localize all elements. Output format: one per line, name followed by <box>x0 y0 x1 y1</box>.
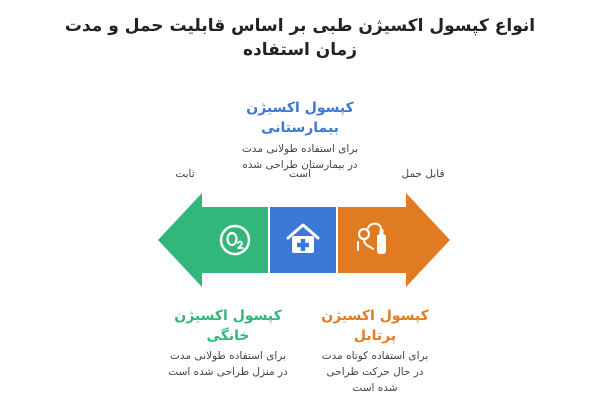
portable-title-line-2: پرتابل <box>353 328 397 344</box>
portable-segment <box>338 207 406 273</box>
title-line-2: زمان استفاده <box>243 40 357 60</box>
home-title-line-1: کپسول اکسیژن <box>174 308 282 324</box>
portable-description: برای استفاده کوتاه مدت در حال حرکت طراحی… <box>295 348 455 396</box>
home-segment <box>202 207 268 273</box>
page-title: انواع کپسول اکسیژن طبی بر اساس قابلیت حم… <box>40 14 560 62</box>
hospital-title-line-2: بیمارستانی <box>261 120 339 136</box>
o2-icon <box>219 224 251 256</box>
axis-label-fixed: ثابت <box>175 168 195 180</box>
portable-arrowhead <box>406 193 450 287</box>
portable-title-line-1: کپسول اکسیژن <box>321 308 429 324</box>
oxygen-tank-icon <box>357 222 386 254</box>
hospital-desc-line-1: برای استفاده طولانی مدت <box>242 143 358 155</box>
hospital-title-line-1: کپسول اکسیژن <box>246 100 354 116</box>
home-heading: کپسول اکسیژن خانگی <box>158 306 298 346</box>
home-desc-line-1: برای استفاده طولانی مدت <box>170 350 286 362</box>
home-desc-line-2: در منزل طراحی شده است <box>168 366 288 378</box>
home-arrowhead <box>158 193 202 287</box>
portable-desc-line-1: برای استفاده کوتاه مدت <box>321 350 429 362</box>
title-line-1: انواع کپسول اکسیژن طبی بر اساس قابلیت حم… <box>64 16 536 36</box>
axis-label-portable: قابل حمل <box>401 168 445 180</box>
axis-label-middle: است <box>288 168 312 180</box>
hospital-heading: کپسول اکسیژن بیمارستانی <box>220 98 380 138</box>
portable-desc-line-2: در حال حرکت طراحی <box>326 366 424 378</box>
home-title-line-2: خانگی <box>206 328 250 344</box>
hospital-description: برای استفاده طولانی مدت در بیمارستان طرا… <box>210 141 390 173</box>
hospital-desc-line-2: در بیمارستان طراحی شده <box>242 159 358 171</box>
portable-desc-line-3: شده است <box>352 382 398 394</box>
hospital-icon <box>286 223 320 253</box>
home-description: برای استفاده طولانی مدت در منزل طراحی شد… <box>138 348 318 380</box>
portable-heading: کپسول اکسیژن پرتابل <box>305 306 445 346</box>
